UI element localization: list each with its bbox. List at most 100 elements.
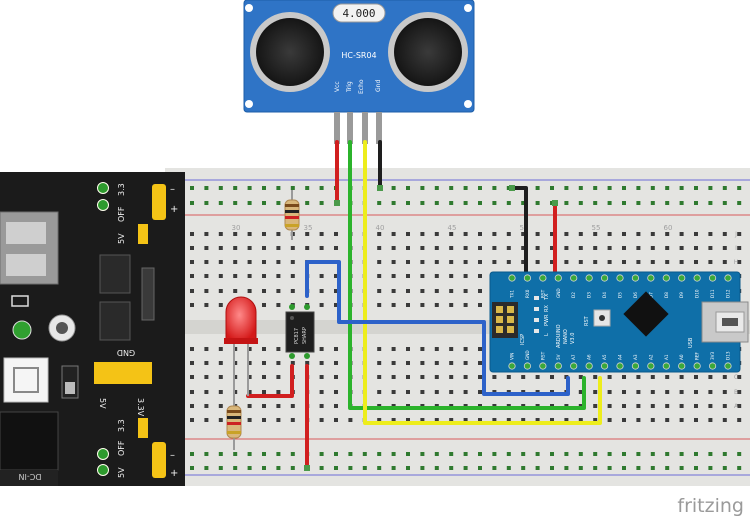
transducer-right xyxy=(394,18,462,86)
breadboard-hole xyxy=(665,201,670,205)
breadboard-hole xyxy=(290,289,295,293)
nano-pin-bottom xyxy=(600,362,609,370)
push-button xyxy=(3,357,49,403)
breadboard-hole xyxy=(420,274,425,278)
breadboard-hole xyxy=(564,186,569,190)
breadboard-hole xyxy=(247,375,252,379)
breadboard-hole xyxy=(636,404,641,408)
breadboard-hole xyxy=(650,232,655,236)
breadboard-hole xyxy=(506,232,511,236)
breadboard-hole xyxy=(535,232,540,236)
breadboard-hole xyxy=(650,418,655,422)
nano-pin-top xyxy=(570,274,578,282)
breadboard-hole xyxy=(276,232,281,236)
breadboard-hole xyxy=(679,452,684,456)
breadboard-hole xyxy=(434,452,439,456)
breadboard-hole xyxy=(449,274,454,278)
breadboard-hole xyxy=(233,466,238,470)
breadboard-hole xyxy=(204,452,209,456)
breadboard-hole xyxy=(391,246,396,250)
breadboard-hole xyxy=(607,246,612,250)
chip-label-line1: PC817 xyxy=(294,328,300,344)
breadboard-hole xyxy=(391,260,396,264)
icsp-pin xyxy=(507,326,514,333)
breadboard-hole xyxy=(377,375,382,379)
breadboard-hole xyxy=(679,232,684,236)
led-rx xyxy=(534,307,539,311)
slide-switch-knob xyxy=(65,382,75,394)
mid-label-33v: 3.3V xyxy=(136,398,145,417)
breadboard-hole xyxy=(506,246,511,250)
breadboard-hole xyxy=(622,375,626,379)
pin-label-echo: Echo xyxy=(358,79,365,94)
breadboard-hole xyxy=(578,375,583,379)
column-number: 30 xyxy=(232,224,241,232)
breadboard-hole xyxy=(679,404,684,408)
breadboard-hole xyxy=(478,260,482,264)
breadboard-hole xyxy=(463,232,468,236)
breadboard-hole xyxy=(636,418,641,422)
nano-pin-label: VIN xyxy=(510,353,515,360)
wire-echo-yellow xyxy=(363,140,602,425)
breadboard-hole xyxy=(478,186,482,190)
breadboard-hole xyxy=(391,232,396,236)
breadboard-hole xyxy=(305,232,310,236)
mount-hole xyxy=(245,4,253,12)
hc-sr04-sensor: 4.000 HC-SR04 Vcc Trig Echo Gnd xyxy=(243,0,475,144)
breadboard-hole xyxy=(708,390,713,394)
breadboard-hole xyxy=(593,418,598,422)
breadboard-hole xyxy=(233,186,238,190)
nano-pin-bottom xyxy=(570,362,578,370)
breadboard-hole xyxy=(420,289,425,293)
breadboard-hole xyxy=(204,260,209,264)
row-letter: H xyxy=(734,259,739,266)
breadboard-hole xyxy=(607,418,612,422)
breadboard-hole xyxy=(722,232,727,236)
sensor-model-label: HC-SR04 xyxy=(341,51,376,60)
breadboard-hole xyxy=(420,232,425,236)
breadboard-hole xyxy=(506,418,511,422)
nano-pin-top xyxy=(508,274,516,282)
breadboard-hole xyxy=(521,466,526,470)
breadboard-hole xyxy=(636,390,641,394)
breadboard-hole xyxy=(233,361,238,365)
breadboard-hole xyxy=(406,303,410,307)
breadboard-hole xyxy=(391,347,396,351)
breadboard-hole xyxy=(506,466,511,470)
nano-pin-top xyxy=(662,274,670,282)
breadboard-hole xyxy=(722,418,727,422)
nano-pin-top xyxy=(708,274,717,282)
breadboard-hole xyxy=(420,246,425,250)
usb-port-upper xyxy=(6,222,46,244)
breadboard-hole xyxy=(506,201,511,205)
side-label-pwr: PWR xyxy=(544,314,550,326)
mid-label-5v: 5V xyxy=(98,398,107,409)
breadboard-hole xyxy=(449,289,454,293)
nano-pin-top xyxy=(554,274,562,282)
breadboard-hole xyxy=(319,274,324,278)
breadboard-hole xyxy=(218,361,223,365)
side-label-l: L xyxy=(544,333,550,336)
reset-button-center xyxy=(599,315,605,321)
breadboard-hole xyxy=(665,186,670,190)
icsp-pin xyxy=(496,316,503,323)
dc-in-label: DC-IN xyxy=(19,472,42,481)
breadboard-hole xyxy=(204,375,209,379)
breadboard-hole xyxy=(650,390,655,394)
breadboard-hole xyxy=(247,232,252,236)
wire-end-markers xyxy=(304,185,558,471)
breadboard-hole xyxy=(334,347,338,351)
breadboard-hole xyxy=(362,452,367,456)
breadboard-hole xyxy=(420,201,425,205)
nano-pin-label: D4 xyxy=(602,292,607,298)
breadboard-hole xyxy=(190,390,194,394)
breadboard-hole xyxy=(204,466,209,470)
breadboard-hole xyxy=(290,452,295,456)
breadboard-hole xyxy=(247,260,252,264)
breadboard-hole xyxy=(622,186,626,190)
breadboard-hole xyxy=(420,390,425,394)
icsp-header xyxy=(492,302,518,338)
breadboard-hole xyxy=(521,201,526,205)
breadboard-hole xyxy=(334,466,338,470)
breadboard-hole xyxy=(391,303,396,307)
